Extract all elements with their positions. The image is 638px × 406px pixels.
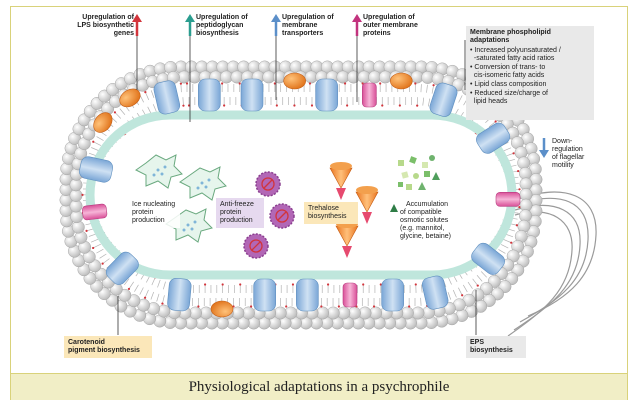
label-antifreeze: Anti-freeze protein production [216,198,264,228]
up-arrow-icon [390,204,398,212]
label-carotenoid: Carotenoid pigment biosynthesis [64,336,152,358]
membrane-transporter [167,277,192,312]
antifreeze-icon [243,233,269,259]
membrane-transporter [240,78,264,112]
membrane-transporter [296,278,319,312]
trehalose-icon [355,186,379,224]
carotenoid-pigment [119,88,141,108]
upregulation-arrows [132,14,549,212]
label-osmotic-solutes: Accumulation of compatible osmotic solut… [400,201,451,240]
label-flagellar-motility: Down- regulation of flagellar motility [552,138,585,169]
label-lps-biosynthesis: Upregulation of LPS biosynthetic genes [77,14,134,37]
membrane-transporter [476,122,511,154]
carotenoid-pigment [283,72,306,90]
outer-membrane-protein [82,203,108,221]
membrane-transporter [381,278,404,312]
label-peptidoglycan-biosynthesis: Upregulation of peptidoglycan biosynthes… [196,14,248,37]
down-arrow-icon [539,138,549,158]
up-arrow-icon [352,14,362,36]
carotenoid-pigment [390,72,413,90]
membrane-proteins [79,72,521,318]
membrane-phospholipid-box: Membrane phospholipid adaptations • Incr… [466,26,594,120]
membrane-transporter [315,78,338,112]
membrane-transporter [429,82,458,117]
cytoplasm [95,120,507,270]
outer-membrane-protein [495,192,521,207]
trehalose-icon [329,162,353,200]
membrane-transporter [198,78,221,112]
up-arrow-icon [185,14,195,36]
membrane-transporter [79,156,113,183]
outer-membrane-protein [342,282,358,308]
membrane-transporter [253,278,276,312]
label-trehalose: Trehalose biosynthesis [304,202,358,224]
antifreeze-icon [255,171,281,197]
flagella [507,191,597,337]
anti-freeze-proteins [243,171,295,259]
antifreeze-icon [269,203,295,229]
membrane-transporter [421,275,449,310]
trehalose-molecules [329,162,379,258]
membrane-transporter [471,242,505,275]
carotenoid-pigment [93,112,113,133]
outer-membrane-protein [362,82,377,108]
label-ice-nucleating: Ice nucleating protein production [128,198,180,228]
osmotic-solutes [398,155,440,190]
carotenoid-pigment [210,300,234,318]
ice-crystal-icon [135,154,183,189]
up-arrow-icon [132,14,142,36]
membrane-transporter [105,251,139,285]
label-membrane-transporters: Upregulation of membrane transporters [282,14,334,37]
label-outer-membrane-proteins: Upregulation of outer membrane proteins [363,14,418,37]
membrane-transporter [153,80,181,115]
up-arrow-icon [271,14,281,36]
figure-caption: Physiological adaptations in a psychroph… [11,373,627,400]
leader-lines [117,34,477,335]
label-eps: EPS biosynthesis [466,336,526,358]
